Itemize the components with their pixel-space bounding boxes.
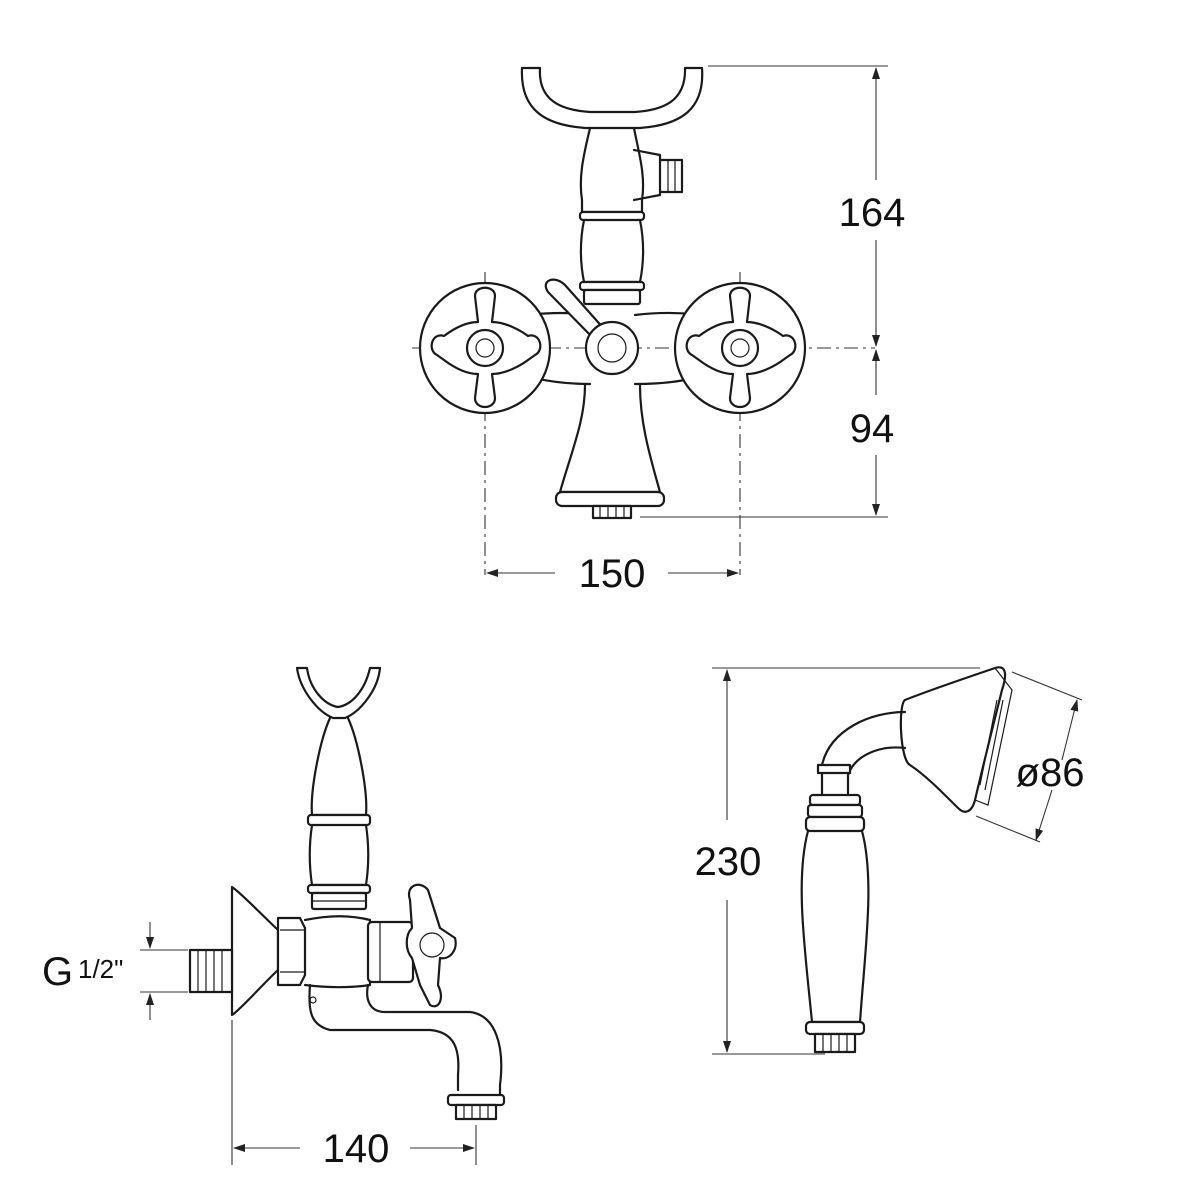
mixer-body xyxy=(503,311,722,386)
shower-handle-grip xyxy=(800,829,870,1024)
dim-projection: 140 xyxy=(323,1127,390,1171)
side-holder xyxy=(295,666,382,720)
outlet-nipple xyxy=(632,148,684,202)
dim-hand-shower-length: 230 xyxy=(695,840,762,884)
diverter-lever xyxy=(544,278,607,342)
shower-connector xyxy=(813,1032,857,1054)
spout-bell xyxy=(558,383,662,494)
dim-height-upper: 164 xyxy=(839,191,906,235)
side-spout xyxy=(308,983,503,1097)
dim-hand-shower-diameter: ø86 xyxy=(1016,751,1085,795)
dim-width-centers: 150 xyxy=(579,552,646,596)
dim-thread-main: G xyxy=(42,950,73,994)
shower-holder xyxy=(520,66,704,130)
diverter-knob xyxy=(584,320,640,376)
dim-height-lower: 94 xyxy=(850,407,895,451)
side-body xyxy=(303,915,372,989)
side-view: G 1/2" 140 xyxy=(42,666,506,1171)
side-inlet-thread xyxy=(188,948,234,994)
side-hex-nut xyxy=(276,916,307,987)
hand-shower-view: 230 ø86 xyxy=(695,666,1085,1055)
side-escutcheon xyxy=(230,885,280,1017)
dim-thread-fraction: 1/2" xyxy=(78,954,123,984)
side-cross-handle xyxy=(405,883,457,1008)
shower-neck xyxy=(820,710,907,797)
riser-ring xyxy=(578,210,646,222)
shower-head xyxy=(899,666,1007,813)
front-view: 164 94 150 xyxy=(412,65,906,596)
side-riser xyxy=(310,716,368,817)
